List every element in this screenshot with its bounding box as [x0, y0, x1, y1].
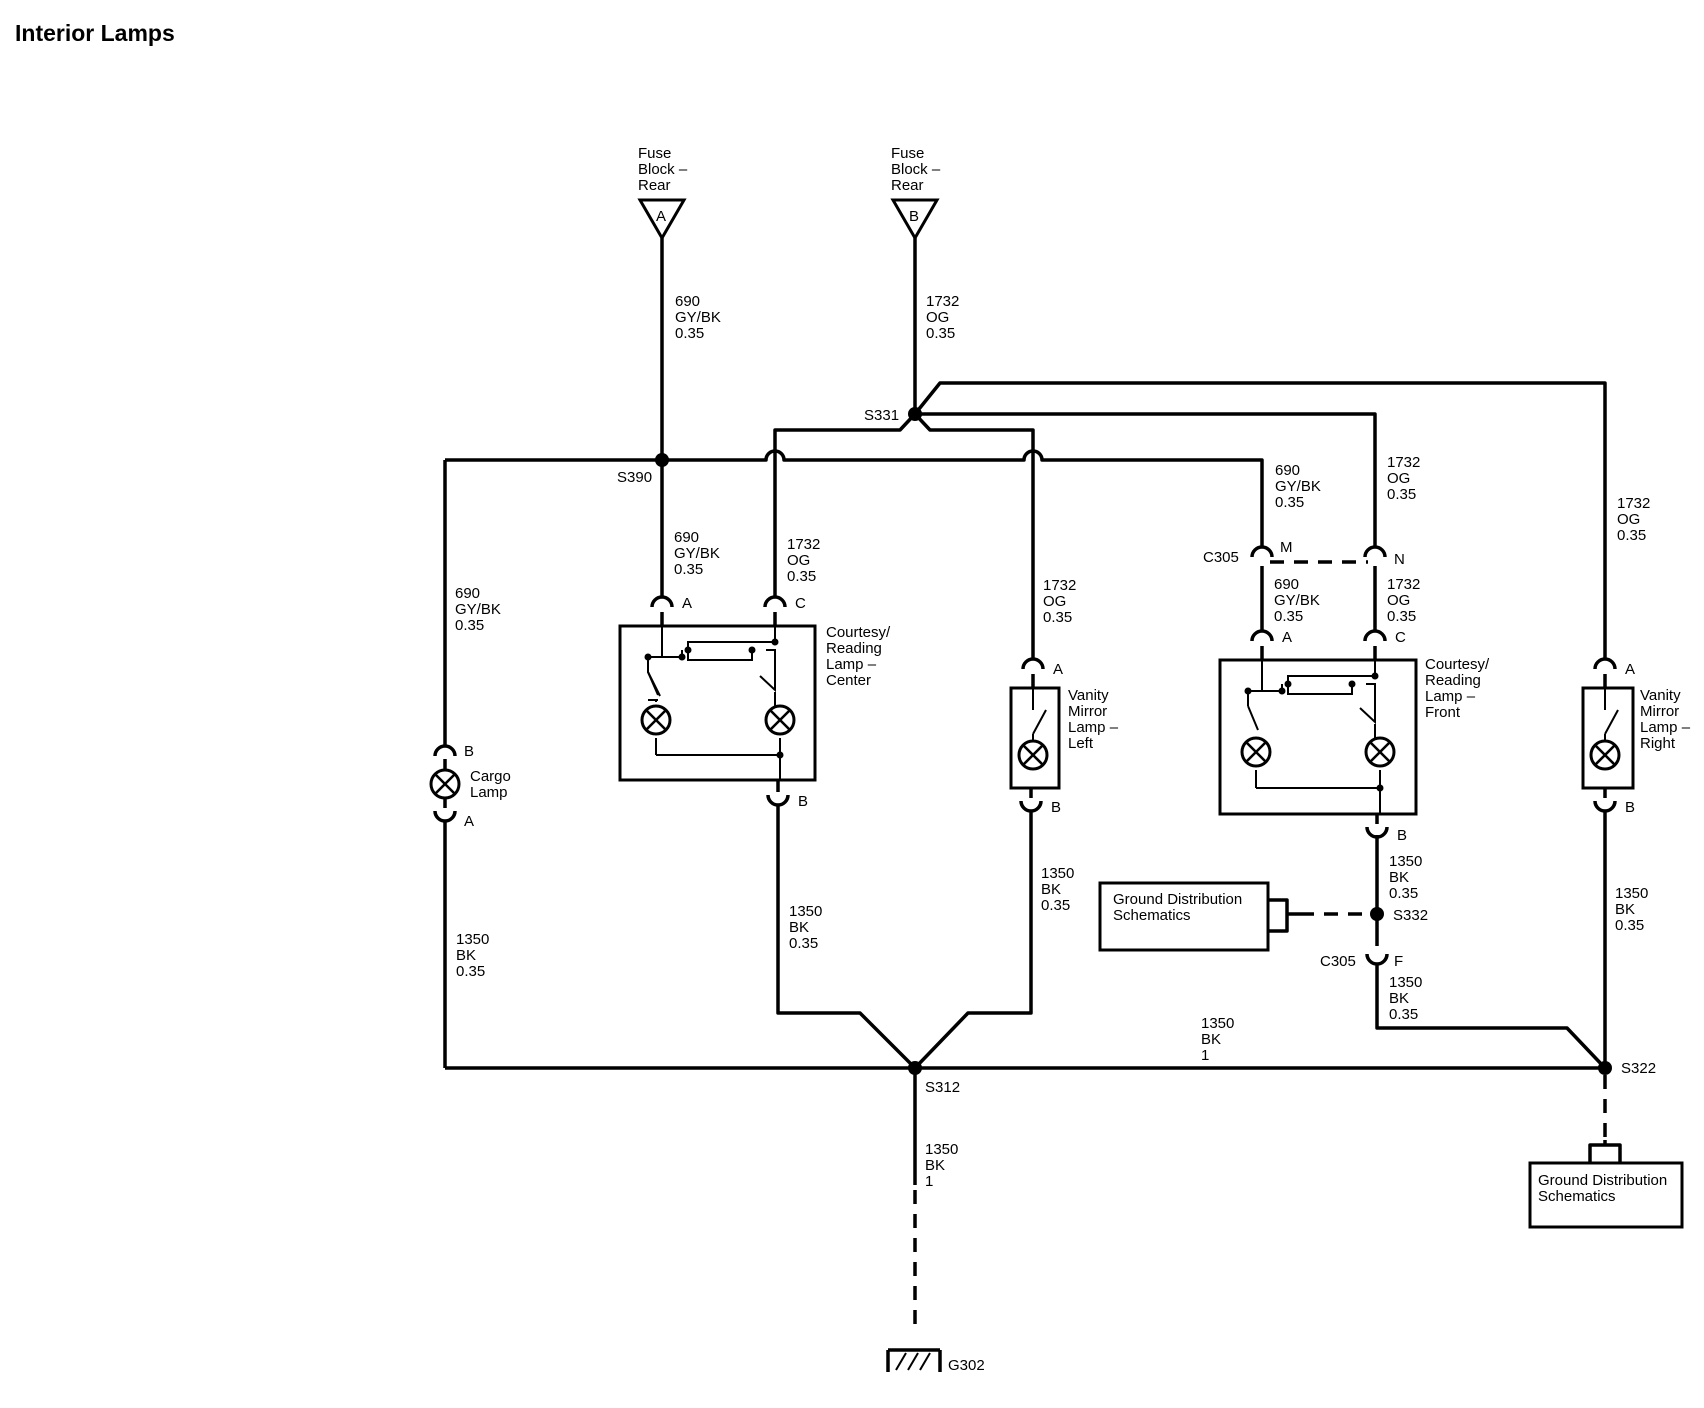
splice-s390-label: S390	[617, 469, 652, 486]
vanity-lamp-left	[1009, 674, 1061, 798]
vanity-right-pin-b: B	[1625, 799, 1635, 816]
front-lamp-label: Courtesy/ Reading Lamp – Front	[1425, 656, 1493, 721]
splice-s312-dot	[908, 1061, 922, 1075]
vanity-lamp-right	[1581, 674, 1635, 798]
center-pin-c: C	[795, 595, 806, 612]
cargo-bulb-icon	[429, 768, 461, 800]
front-pin-c: C	[1395, 629, 1406, 646]
connector-c305-bottom-label: C305	[1320, 953, 1356, 970]
center-pin-a: A	[682, 595, 692, 612]
front-pin-b: B	[1397, 827, 1407, 844]
vanity-right-label: Vanity Mirror Lamp – Right	[1640, 687, 1694, 752]
pin-m-label: M	[1280, 539, 1293, 556]
splice-s390-dot	[655, 453, 669, 467]
pin-f-label: F	[1394, 953, 1403, 970]
center-lamp-label: Courtesy/ Reading Lamp – Center	[826, 624, 894, 689]
center-pin-b: B	[798, 793, 808, 810]
vanity-right-pin-a: A	[1625, 661, 1635, 678]
fuse-a-symbol: A	[637, 198, 687, 241]
dashed-links	[913, 560, 1607, 1325]
courtesy-lamp-center	[618, 612, 817, 792]
cargo-pin-a: A	[464, 813, 474, 830]
ground-distribution-label-1: Ground Distribution Schematics	[1113, 891, 1246, 924]
pin-n-label: N	[1394, 551, 1405, 568]
splice-s312-label: S312	[925, 1079, 960, 1096]
ground-g302-label: G302	[948, 1357, 985, 1374]
svg-text:A: A	[656, 208, 666, 225]
center-bulb-left-icon	[640, 704, 672, 736]
ground-distribution-label-2: Ground Distribution Schematics	[1538, 1172, 1671, 1205]
wires	[443, 238, 1607, 1185]
splice-s322-label: S322	[1621, 1060, 1656, 1077]
cargo-lamp	[429, 759, 461, 808]
connector-caps	[433, 545, 1617, 966]
center-bulb-right-icon	[764, 704, 796, 736]
vanity-left-bulb-icon	[1017, 739, 1049, 771]
fuse-b-label: Fuse Block – Rear	[891, 145, 944, 194]
ground-distribution-box-2	[1528, 1140, 1684, 1229]
splice-s322-dot	[1598, 1061, 1612, 1075]
courtesy-lamp-front	[1218, 646, 1418, 824]
ground-distribution-box-1	[1098, 881, 1300, 952]
splice-s332-dot	[1370, 907, 1384, 921]
splice-s331-label: S331	[864, 407, 899, 424]
splice-s331-dot	[908, 407, 922, 421]
vanity-right-bulb-icon	[1589, 739, 1621, 771]
svg-text:B: B	[909, 208, 919, 225]
front-pin-a: A	[1282, 629, 1292, 646]
front-bulb-left-icon	[1240, 736, 1272, 768]
fuse-a-label: Fuse Block – Rear	[638, 145, 691, 194]
page-title: Interior Lamps	[15, 20, 175, 46]
fuse-b-symbol: B	[890, 198, 940, 241]
cargo-pin-b: B	[464, 743, 474, 760]
cargo-lamp-label: Cargo Lamp	[470, 768, 515, 801]
connector-c305-top-label: C305	[1203, 549, 1239, 566]
ground-g302-icon	[886, 1348, 942, 1372]
vanity-left-pin-a: A	[1053, 661, 1063, 678]
front-bulb-right-icon	[1364, 736, 1396, 768]
splice-s332-label: S332	[1393, 907, 1428, 924]
vanity-left-label: Vanity Mirror Lamp – Left	[1068, 687, 1122, 752]
vanity-left-pin-b: B	[1051, 799, 1061, 816]
